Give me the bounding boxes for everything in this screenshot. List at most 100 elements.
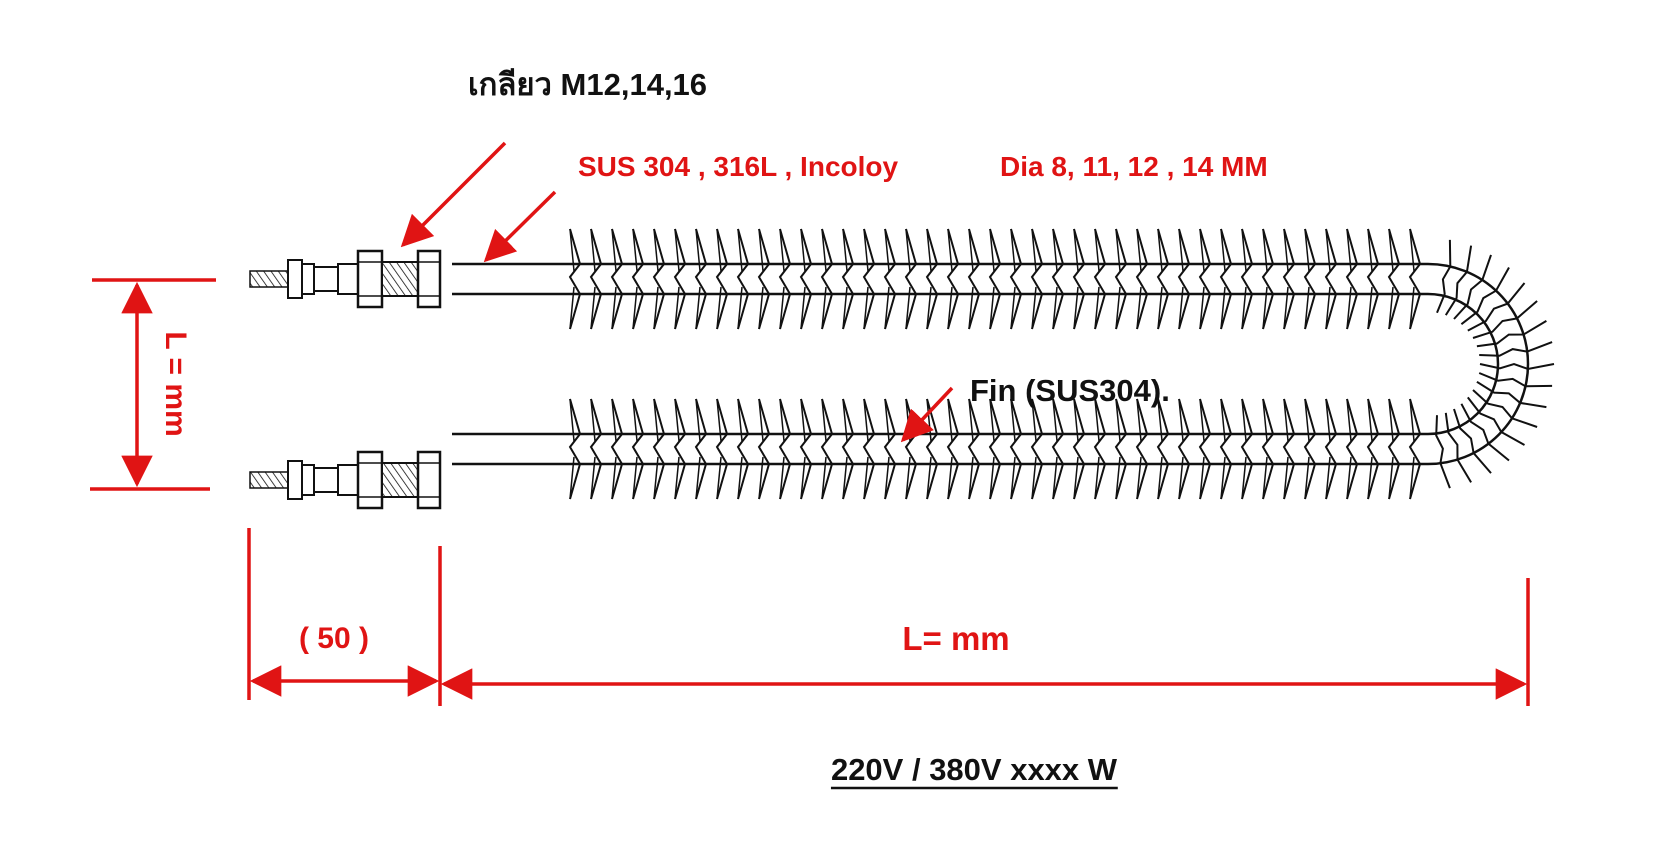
fins <box>568 228 1555 500</box>
fin <box>1345 228 1359 330</box>
length-label: L= mm <box>902 620 1009 657</box>
fin <box>799 398 813 500</box>
fin <box>1072 228 1086 330</box>
fin <box>904 228 918 330</box>
fin <box>820 228 834 330</box>
fin <box>673 228 687 330</box>
fin <box>715 398 729 500</box>
fin <box>820 398 834 500</box>
insulator-icon <box>313 464 359 496</box>
height-label: L = mm <box>159 331 192 436</box>
fin <box>568 398 582 500</box>
fin-label: Fin (SUS304). <box>970 373 1170 408</box>
fin <box>610 398 624 500</box>
fin <box>736 398 750 500</box>
fin <box>1282 228 1296 330</box>
fin <box>1114 228 1128 330</box>
terminal-nut-icon <box>287 259 315 299</box>
fin <box>988 228 1002 330</box>
fin <box>1219 398 1233 500</box>
fin <box>757 398 771 500</box>
heater-tube-inner <box>452 292 1500 436</box>
terminal-length-label: ( 50 ) <box>299 622 369 655</box>
fin <box>1051 398 1065 500</box>
fin <box>1282 398 1296 500</box>
terminal-top <box>249 249 442 309</box>
terminal-length-dimension <box>247 528 442 706</box>
fin <box>862 228 876 330</box>
fin <box>1324 398 1338 500</box>
fin <box>652 228 666 330</box>
fin <box>1408 228 1422 330</box>
fin <box>1009 228 1023 330</box>
thread-pointer-arrow <box>400 141 507 248</box>
fin <box>1051 228 1065 330</box>
fin <box>946 228 960 330</box>
fin <box>1093 228 1107 330</box>
fin <box>1093 398 1107 500</box>
thread-label: เกลียว M12,14,16 <box>468 67 707 102</box>
fin <box>736 228 750 330</box>
fin <box>988 398 1002 500</box>
terminal-stud-icon <box>249 270 291 288</box>
fin <box>1261 398 1275 500</box>
fin <box>1030 398 1044 500</box>
fin <box>1436 239 1452 314</box>
fin <box>1453 254 1492 320</box>
diameter-label: Dia 8, 11, 12 , 14 MM <box>1000 151 1268 182</box>
fin <box>778 398 792 500</box>
fin <box>631 228 645 330</box>
fin <box>799 228 813 330</box>
fin <box>1219 228 1233 330</box>
fin <box>841 228 855 330</box>
rating-label: 220V / 380V xxxx W <box>831 752 1118 787</box>
fin-pointer-arrow <box>900 386 954 443</box>
terminal-stud-icon <box>249 471 291 489</box>
fin <box>1114 398 1128 500</box>
fin <box>589 228 603 330</box>
fin <box>1387 228 1401 330</box>
fin <box>610 228 624 330</box>
fin <box>1366 398 1380 500</box>
fin <box>1156 228 1170 330</box>
fin <box>883 228 897 330</box>
fin <box>715 228 729 330</box>
terminal-bottom <box>249 450 442 510</box>
material-label: SUS 304 , 316L , Incoloy <box>578 151 899 182</box>
fin <box>1444 245 1473 316</box>
fin <box>1030 228 1044 330</box>
fin <box>904 398 918 500</box>
fin <box>1460 403 1510 462</box>
fin <box>1198 228 1212 330</box>
fin <box>631 398 645 500</box>
fin <box>925 228 939 330</box>
height-dimension <box>90 278 216 491</box>
fin <box>694 398 708 500</box>
fin <box>1198 398 1212 500</box>
fin <box>1435 415 1451 489</box>
fin <box>1476 380 1547 409</box>
terminal-nut-icon <box>287 460 315 500</box>
fin <box>967 228 981 330</box>
fin <box>1135 398 1149 500</box>
fin <box>1453 408 1492 474</box>
fin <box>1479 341 1553 357</box>
fin <box>1135 228 1149 330</box>
fin <box>1156 398 1170 500</box>
fin <box>946 398 960 500</box>
fin <box>757 228 771 330</box>
fin <box>1478 372 1553 388</box>
length-dimension <box>440 578 1530 706</box>
material-pointer-arrow <box>483 190 557 263</box>
fin <box>1472 389 1538 428</box>
fin <box>1303 228 1317 330</box>
fin <box>1177 398 1191 500</box>
thread-fitting-icon <box>356 450 442 510</box>
fin <box>1345 398 1359 500</box>
fin <box>589 398 603 500</box>
fin <box>1177 228 1191 330</box>
heater-tube-outer <box>452 262 1530 466</box>
fin <box>1009 398 1023 500</box>
fin <box>841 398 855 500</box>
